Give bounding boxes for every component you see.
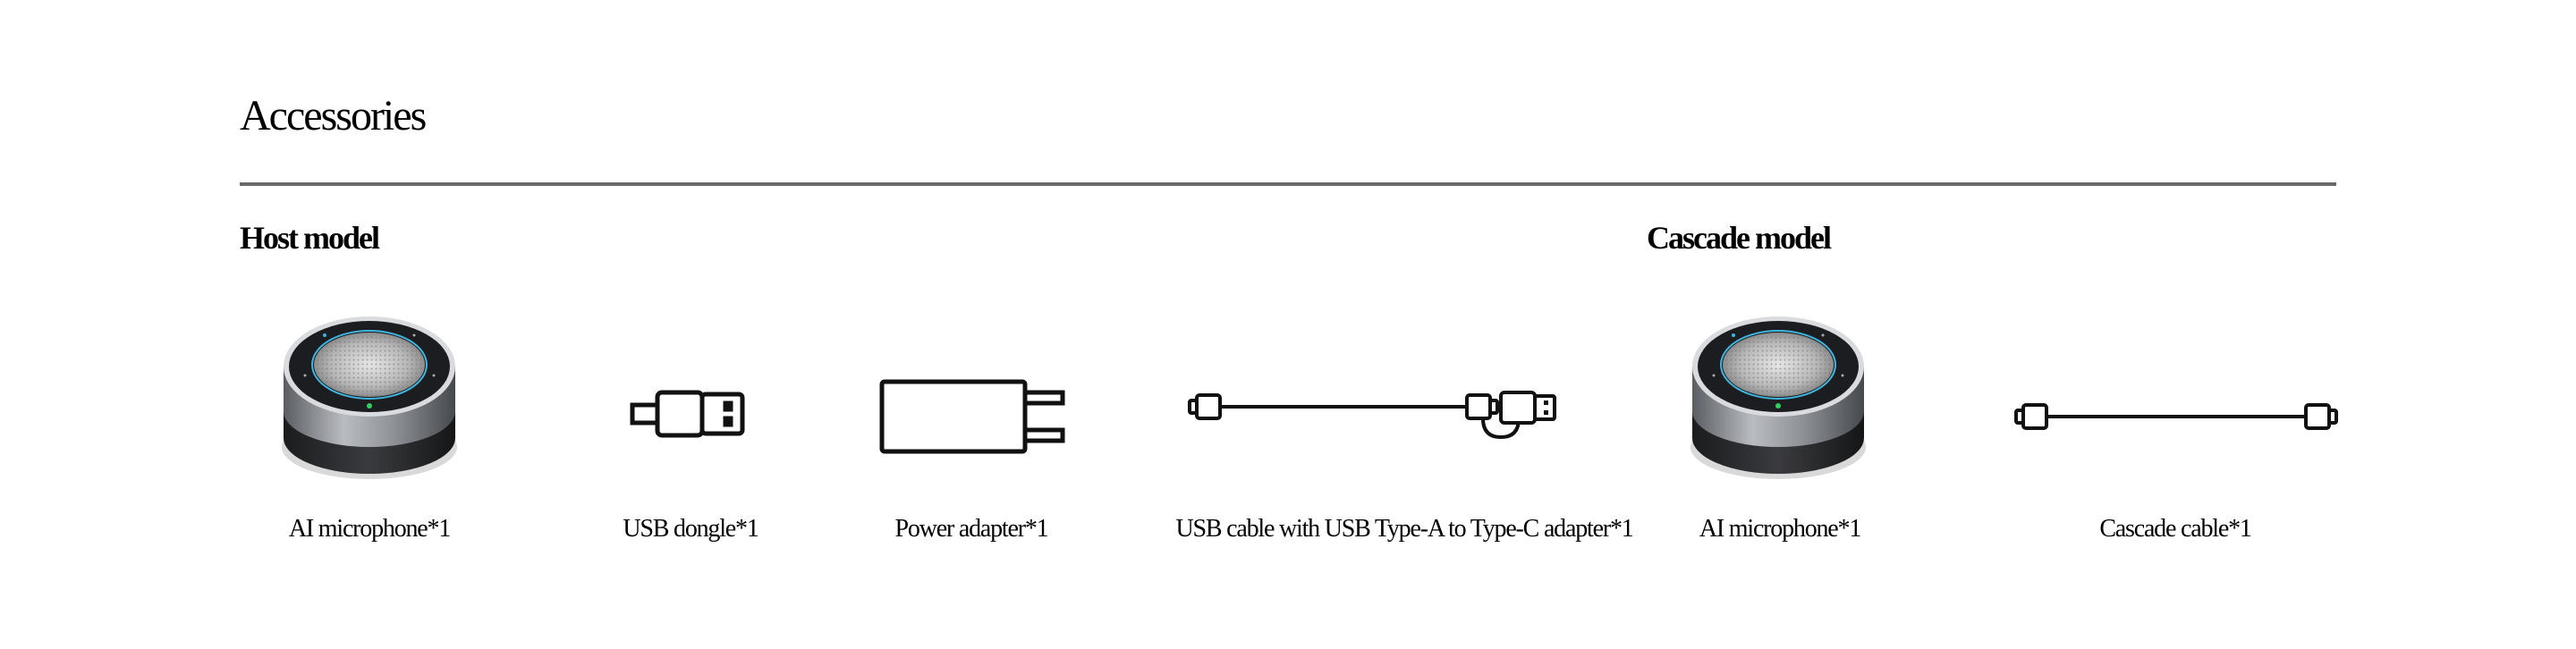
- divider: [240, 182, 2336, 186]
- item-label: AI microphone*1: [288, 515, 451, 543]
- item-label: AI microphone*1: [1699, 515, 1861, 543]
- usb-dongle-icon: [630, 390, 745, 438]
- speakerphone-icon: [281, 316, 458, 480]
- cascade-model-heading: Cascade model: [1647, 220, 1832, 256]
- item-label: Power adapter*1: [894, 515, 1049, 543]
- item-label: USB dongle*1: [623, 515, 758, 543]
- item-label: Cascade cable*1: [2099, 515, 2252, 543]
- item-label: USB cable with USB Type-A to Type-C adap…: [1175, 515, 1633, 543]
- usb-cable-icon: [1188, 391, 1556, 440]
- cascade-cable-icon: [2014, 403, 2338, 430]
- speakerphone-icon: [1690, 316, 1867, 480]
- power-adapter-icon: [879, 379, 1065, 454]
- host-model-heading: Host model: [240, 220, 380, 256]
- page-title: Accessories: [240, 92, 427, 139]
